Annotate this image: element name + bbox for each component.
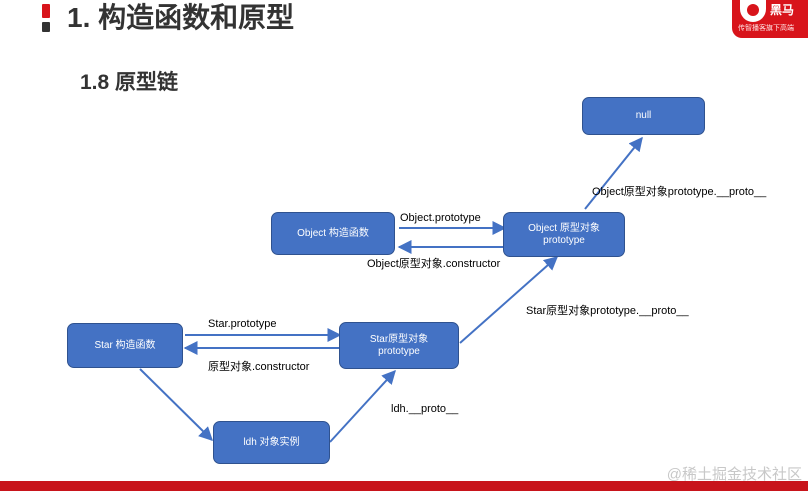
logo-slogan: 传智播客旗下高端 <box>738 25 794 32</box>
brand-logo: 黑马 传智播客旗下高端 <box>732 0 808 38</box>
label-star-constructor: 原型对象.constructor <box>208 361 310 373</box>
bottom-bar <box>0 481 808 491</box>
label-object-prototype: Object.prototype <box>400 212 481 224</box>
star-constructor-node: Star 构造函数 <box>67 323 183 368</box>
null-node-label: null <box>635 110 652 121</box>
arrow-ldh-proto <box>329 369 396 443</box>
label-star-prototype: Star.prototype <box>208 318 277 330</box>
object-constructor-label: Object 构造函数 <box>297 227 369 239</box>
label-ldh-proto: ldh.__proto__ <box>391 403 459 415</box>
star-prototype-line2: prototype <box>378 345 420 357</box>
ldh-instance-node: ldh 对象实例 <box>213 421 330 464</box>
arrow-object-proto-to-null <box>584 136 643 210</box>
label-star-proto-to-object: Star原型对象prototype.__proto__ <box>526 305 689 317</box>
object-constructor-node: Object 构造函数 <box>271 212 395 255</box>
star-constructor-label: Star 构造函数 <box>94 339 156 351</box>
star-prototype-line1: Star原型对象 <box>369 333 429 345</box>
label-object-proto-to-null: Object原型对象prototype.__proto__ <box>592 186 767 198</box>
slide-title: 1. 构造函数和原型 <box>67 2 295 33</box>
arrow-star-proto-to-object-proto <box>459 256 559 344</box>
null-node: null <box>582 97 705 135</box>
object-prototype-line1: Object 原型对象 <box>528 222 600 234</box>
watermark: @稀土掘金技术社区 <box>666 466 802 483</box>
star-prototype-node: Star原型对象 prototype <box>339 322 459 369</box>
logo-brand-text: 黑马 <box>770 3 795 17</box>
object-prototype-line2: prototype <box>543 234 585 246</box>
label-object-constructor: Object原型对象.constructor <box>367 258 501 270</box>
object-prototype-node: Object 原型对象 prototype <box>503 212 625 257</box>
ldh-instance-label: ldh 对象实例 <box>243 436 300 448</box>
section-subtitle: 1.8 原型链 <box>80 71 179 94</box>
arrow-star-ctor-to-ldh <box>139 368 213 441</box>
